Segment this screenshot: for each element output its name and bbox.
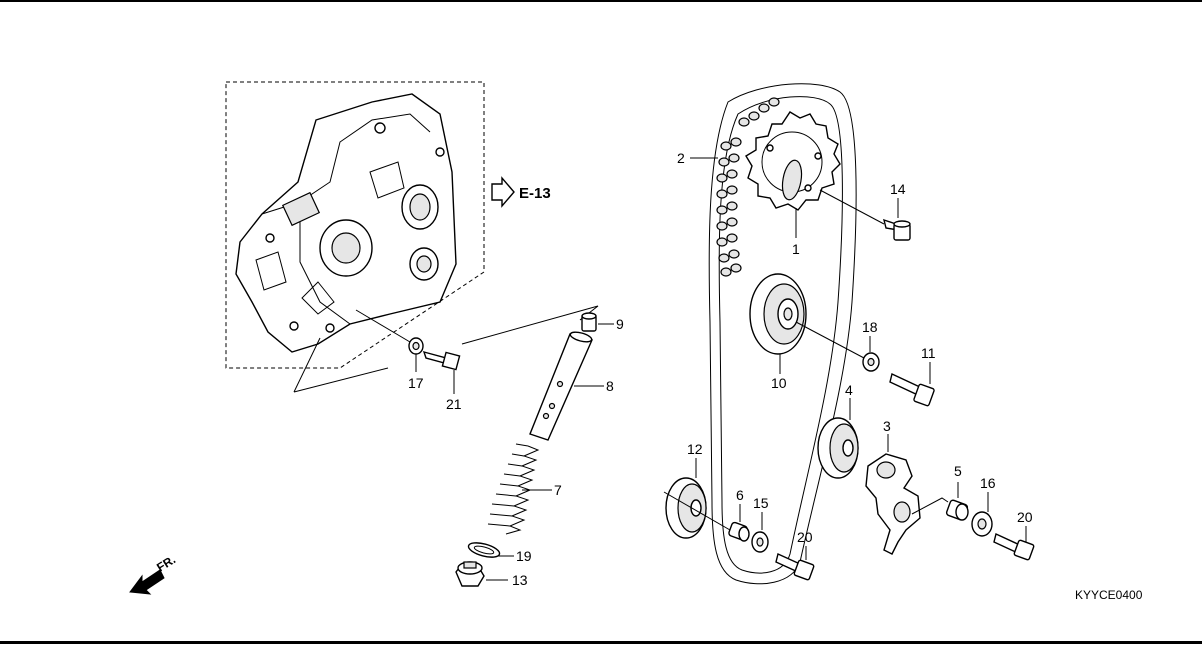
bolt-20-right <box>993 533 1035 561</box>
callout-labels: 2 1 14 18 11 10 4 3 12 5 16 6 15 20 20 9… <box>408 150 1033 588</box>
callout-20-right[interactable]: 20 <box>1017 509 1033 525</box>
callout-19[interactable]: 19 <box>516 548 532 564</box>
collar-6 <box>728 521 750 542</box>
cam-chain-2 <box>708 83 857 585</box>
spring-7 <box>487 443 540 535</box>
callout-10[interactable]: 10 <box>771 375 787 391</box>
callout-2[interactable]: 2 <box>677 150 685 166</box>
cap-9 <box>581 312 597 332</box>
bolt-21 <box>422 350 461 371</box>
washer-17 <box>408 337 424 355</box>
bolt-11 <box>889 373 935 407</box>
washer-16 <box>971 511 993 537</box>
guide-roller-10 <box>749 273 807 355</box>
callout-12[interactable]: 12 <box>687 441 703 457</box>
callout-11[interactable]: 11 <box>921 345 936 361</box>
sealing-bolt-13 <box>455 561 485 587</box>
crankcase-reference-group <box>225 81 485 369</box>
bolt-14 <box>883 218 911 241</box>
callout-15[interactable]: 15 <box>753 495 769 511</box>
push-rod-8 <box>529 331 593 441</box>
callout-6[interactable]: 6 <box>736 487 744 503</box>
callout-18[interactable]: 18 <box>862 319 878 335</box>
callout-9[interactable]: 9 <box>616 316 624 332</box>
callout-14[interactable]: 14 <box>890 181 906 197</box>
callout-21[interactable]: 21 <box>446 396 462 412</box>
o-ring-19 <box>467 542 501 558</box>
callout-4[interactable]: 4 <box>845 382 853 398</box>
callout-5[interactable]: 5 <box>954 463 962 479</box>
callout-1[interactable]: 1 <box>792 241 800 257</box>
cam-sprocket-1 <box>745 111 841 211</box>
callout-20-center[interactable]: 20 <box>797 529 813 545</box>
collar-5 <box>945 499 969 521</box>
washer-18 <box>862 352 880 372</box>
front-direction-indicator: FR. <box>129 552 178 595</box>
reference-label: E-13 <box>519 185 551 202</box>
callout-13[interactable]: 13 <box>512 572 528 588</box>
callout-7[interactable]: 7 <box>554 482 562 498</box>
washer-15 <box>751 531 769 553</box>
bolt-20-center <box>775 553 815 581</box>
front-direction-arrow-icon <box>129 569 165 595</box>
callout-8[interactable]: 8 <box>606 378 614 394</box>
hollow-right-arrow-icon <box>491 176 515 208</box>
crankcase-part <box>235 93 457 353</box>
callout-3[interactable]: 3 <box>883 418 891 434</box>
roller-4 <box>817 417 859 479</box>
reference-e13[interactable]: E-13 <box>491 176 551 208</box>
crankcase-dashed-frame <box>225 81 485 369</box>
drawing-code: KYYCE0400 <box>1075 588 1143 602</box>
tensioner-arm-3 <box>865 453 921 555</box>
callout-16[interactable]: 16 <box>980 475 996 491</box>
callout-17[interactable]: 17 <box>408 375 424 391</box>
roller-12 <box>665 477 707 539</box>
